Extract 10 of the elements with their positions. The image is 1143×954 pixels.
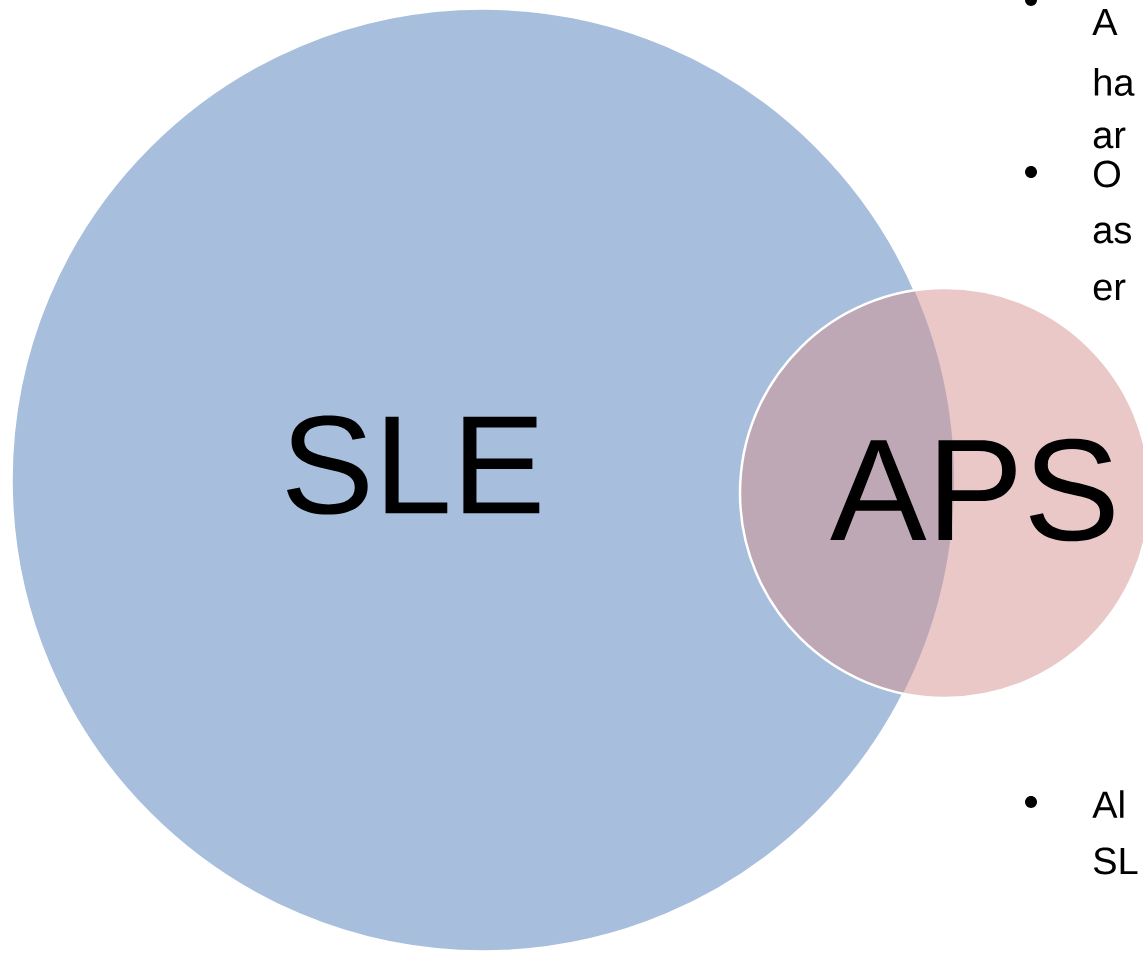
bullet-text: as (1093, 222, 1131, 244)
circle-label: SLE (287, 415, 540, 515)
bullet-text: ha (1094, 68, 1135, 96)
bullet-text: ar (1093, 127, 1126, 149)
bullet-text: Al (1092, 790, 1124, 818)
circle-label: APS (830, 438, 1114, 542)
bullet-text: er (1093, 279, 1126, 301)
bullet-text: SL (1093, 847, 1138, 875)
bullet-text: A (1092, 8, 1118, 36)
bullet-text: O (1094, 160, 1120, 188)
